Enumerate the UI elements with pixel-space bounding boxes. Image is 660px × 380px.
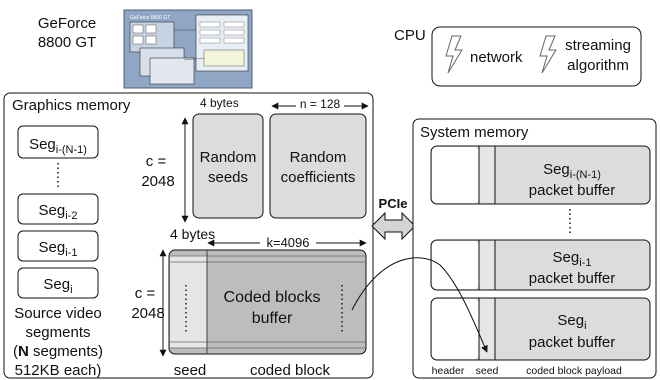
cpu-streaming-line2: algorithm: [567, 57, 629, 74]
segment-sub: i-2: [65, 210, 77, 222]
bottom-bytes-label: 4 bytes: [170, 226, 215, 242]
pcie-bidirectional-arrow: [371, 211, 416, 241]
segment-box: Segi-1: [17, 230, 99, 262]
segment-base: Seg: [39, 202, 66, 219]
segment-base: Seg: [43, 276, 70, 293]
cpu-box: [431, 26, 642, 87]
gpu-name-line1: GeForce: [38, 15, 96, 32]
svg-text:Segi-1: Segi-1: [39, 239, 78, 259]
cpu-streaming-line1: streaming: [565, 37, 631, 54]
n-label: n = 128: [300, 97, 341, 111]
random-coefficients-box: [269, 113, 367, 219]
seed-label: seed: [174, 362, 207, 379]
k-label: k=4096: [266, 235, 309, 250]
gpu-chip-caption: GeForce 8800 GT: [130, 15, 170, 21]
packet-buffer-label: packet buffer: [529, 182, 615, 199]
graphics-memory-title: Graphics memory: [12, 97, 131, 114]
c-label-top-2: 2048: [141, 173, 174, 190]
cpu-network-label: network: [470, 49, 523, 66]
c-label-bottom-1: c =: [135, 285, 156, 302]
gpu-name-line2: 8800 GT: [38, 34, 96, 51]
segment-base: Seg: [29, 136, 56, 153]
pcie-label: PCIe: [379, 196, 408, 211]
top-bytes-label: 4 bytes: [200, 96, 239, 110]
segment-count-caption: (N segments): [13, 343, 103, 360]
lightning-icon: [539, 35, 557, 74]
c-label-bottom-2: 2048: [131, 305, 164, 322]
system-memory-title: System memory: [420, 124, 529, 141]
segment-sub: i-1: [65, 247, 77, 259]
lightning-icon: [445, 35, 463, 74]
gpu-block-diagram-image: GeForce 8800 GT: [123, 9, 253, 89]
cpu-label: CPU: [394, 27, 426, 44]
segment-size-caption: 512KB each): [15, 362, 102, 379]
svg-text:Segi-(N-1): Segi-(N-1): [29, 136, 87, 156]
packet-buffer-title: Segi: [557, 312, 586, 332]
coded-buffer-line1: Coded blocks: [224, 289, 321, 306]
random-coefficients-line1: Random: [290, 149, 347, 166]
segment-base: Seg: [39, 239, 66, 256]
segment-box: Segi: [17, 267, 99, 299]
random-seeds-box: [192, 113, 264, 219]
c-label-top-1: c =: [146, 153, 167, 170]
packet-buffer-title: Segi-1: [553, 249, 592, 269]
coded-block-label: coded block: [250, 362, 331, 379]
segment-sub: i: [70, 284, 72, 296]
header-column-label: header: [432, 365, 465, 377]
random-coefficients-line2: coefficients: [281, 169, 356, 186]
coded-blocks-buffer: [168, 249, 367, 355]
random-seeds-line1: Random: [200, 149, 257, 166]
packet-buffer: [430, 145, 651, 205]
svg-text:Segi: Segi: [43, 276, 72, 296]
payload-column-label: coded block payload: [526, 365, 622, 377]
random-seeds-line2: seeds: [208, 169, 248, 186]
source-caption-line1: Source video: [14, 305, 102, 322]
packet-buffer-label: packet buffer: [529, 334, 615, 351]
segment-box: Segi-2: [17, 193, 99, 225]
segment-sub: i-(N-1): [56, 144, 87, 156]
transfer-arrow: [351, 257, 488, 353]
packet-buffer-label: packet buffer: [529, 270, 615, 287]
coded-buffer-line2: buffer: [252, 310, 293, 327]
source-caption-line2: segments: [25, 324, 90, 341]
segment-box: Segi-(N-1): [17, 125, 99, 159]
seed-column-label: seed: [476, 365, 499, 377]
svg-text:Segi-2: Segi-2: [39, 202, 78, 222]
packet-buffer-title: Segi-(N-1): [543, 161, 601, 181]
packet-buffer: [430, 239, 651, 291]
